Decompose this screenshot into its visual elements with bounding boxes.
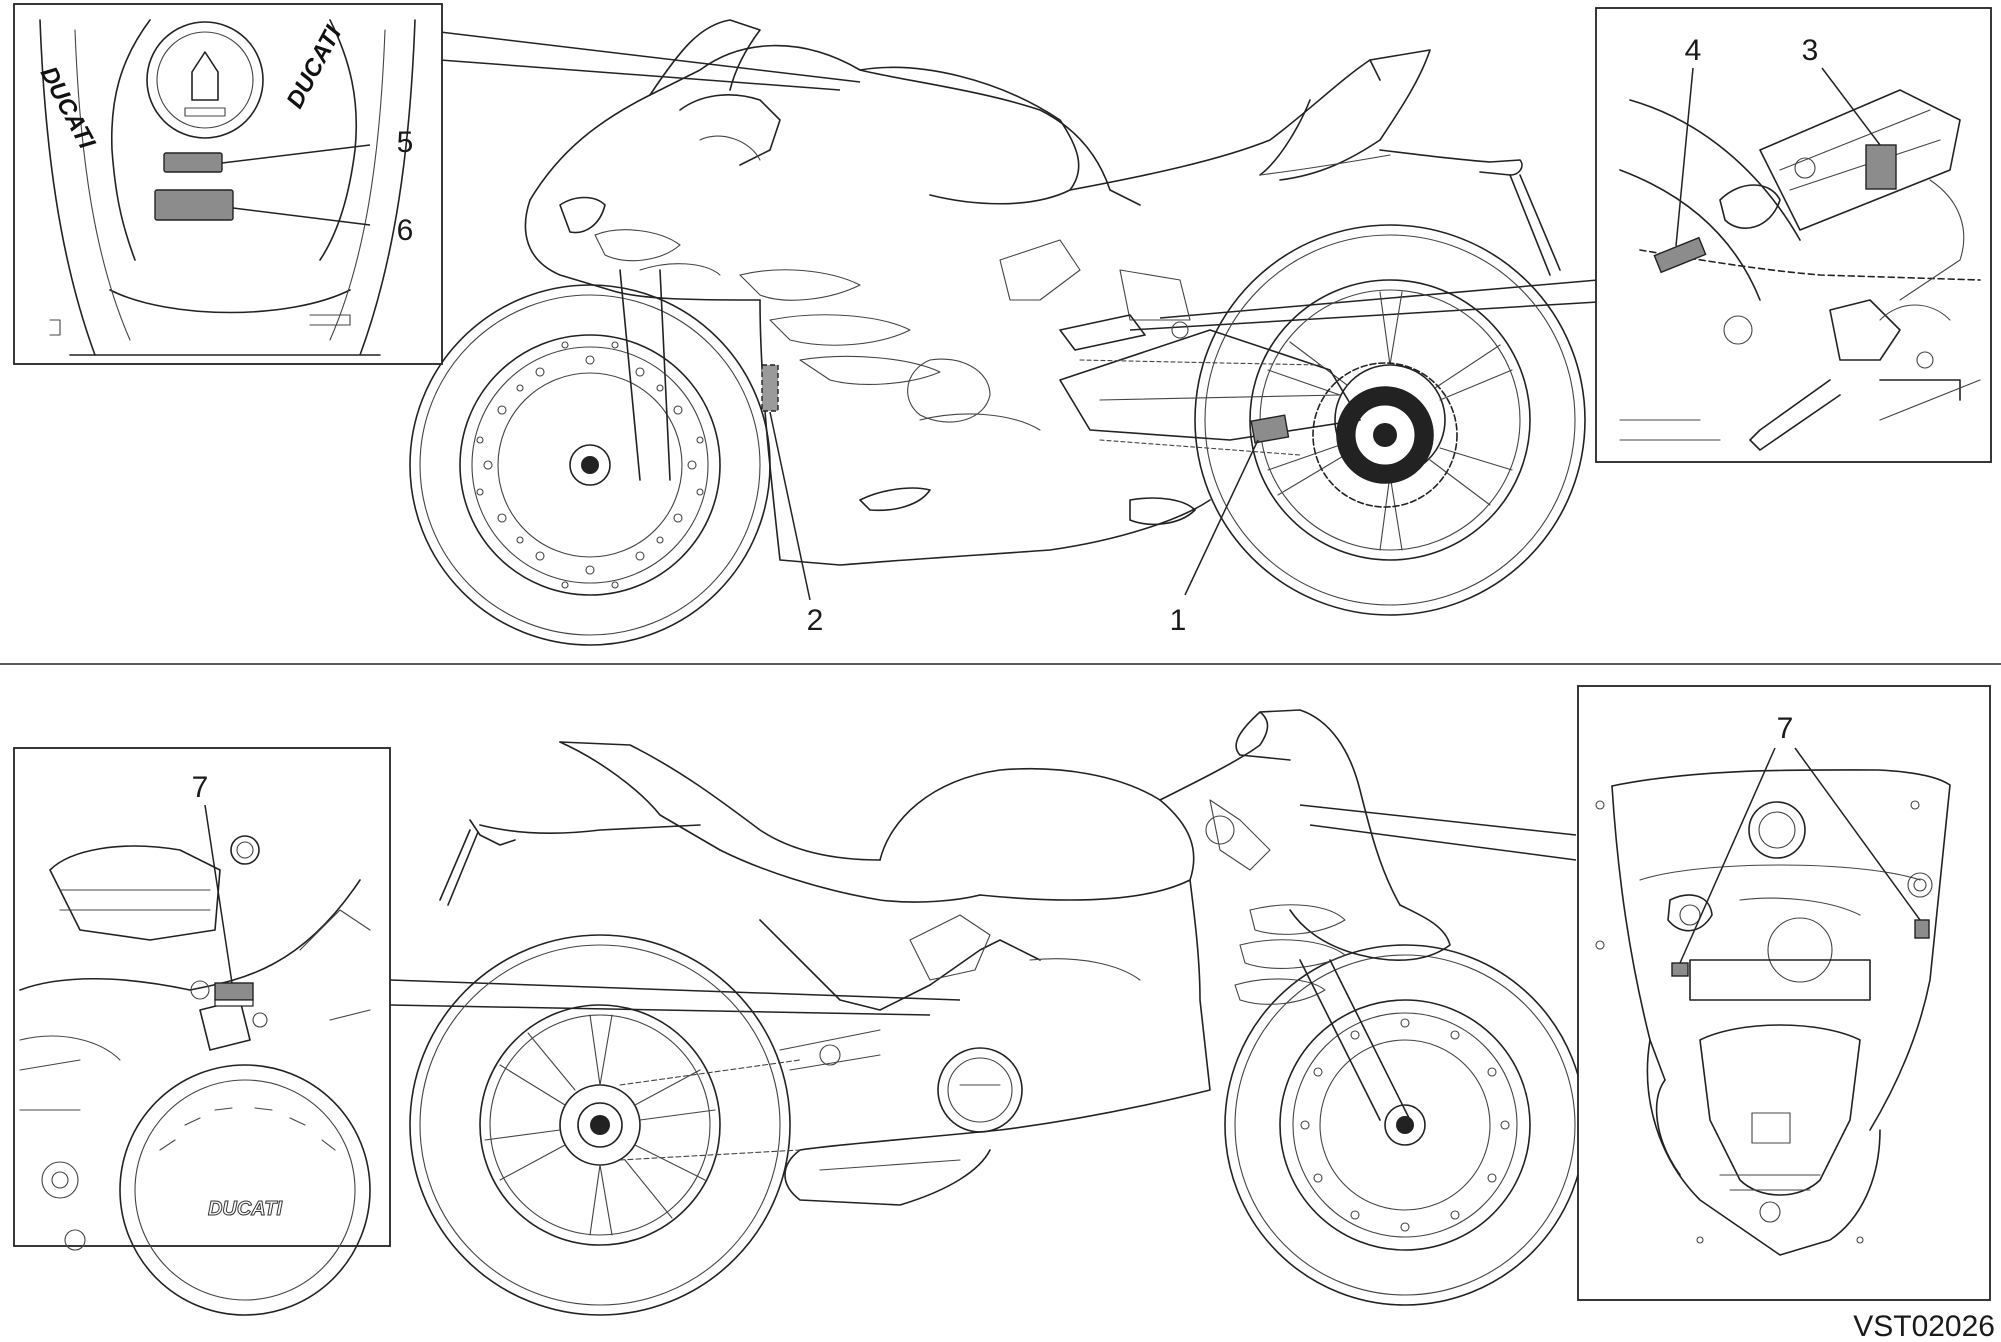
label-7-plate — [214, 982, 254, 1001]
label-1-plate — [1250, 414, 1290, 444]
callout-6-leader — [232, 207, 371, 226]
top-view-left-side: 2 1 — [409, 19, 1599, 646]
callout-2-leader — [769, 411, 811, 601]
brand-logo-cover: DUCATI — [208, 1198, 283, 1220]
front-wheel — [1224, 944, 1586, 1306]
motorcycle-body-bottom — [439, 709, 1451, 1206]
bottom-view-right-side — [389, 709, 1586, 1316]
callout-1-leader — [1184, 439, 1259, 596]
callout-4-leader — [1675, 67, 1694, 247]
label-4-plate — [1653, 236, 1707, 274]
label-5-plate — [163, 152, 223, 173]
inset-leader-line — [1299, 804, 1577, 836]
label-7-plate-left — [1671, 962, 1689, 977]
callout-7-leader-right — [1794, 747, 1921, 921]
figure-reference-code: VST02026 — [1853, 1310, 1995, 1342]
label-7-plate-right — [1914, 919, 1930, 939]
callout-7-leader-left — [1679, 747, 1776, 964]
callout-5: 5 — [397, 126, 414, 159]
rear-wheel — [1194, 224, 1586, 616]
inset-leader-line — [439, 31, 861, 83]
inset-leader-line — [439, 59, 841, 91]
label-6-plate — [154, 189, 234, 221]
inset-frame — [13, 747, 391, 1247]
inset-rear-frame: 3 4 — [1595, 7, 1992, 463]
inset-leader-line — [1129, 301, 1599, 331]
inset-frame — [1577, 685, 1991, 1301]
inset-leader-line — [1159, 279, 1599, 319]
inset-frame — [1595, 7, 1992, 463]
front-wheel — [409, 284, 771, 646]
motorcycle-body-top — [524, 19, 1561, 566]
inset-leader-line — [1309, 824, 1577, 861]
callout-7: 7 — [1777, 712, 1794, 745]
callout-2: 2 — [807, 604, 824, 637]
label-3-plate — [1865, 144, 1897, 190]
label-2-plate — [761, 364, 779, 412]
callout-3: 3 — [1802, 34, 1819, 67]
callout-5-leader — [221, 144, 371, 164]
inset-frame-left-detail: DUCATI 7 — [13, 747, 391, 1316]
inset-leader-line — [389, 979, 961, 1001]
inset-fuel-tank: DUCATI DUCATI 5 6 — [13, 3, 443, 365]
inset-frame — [13, 3, 443, 365]
callout-1: 1 — [1170, 604, 1187, 637]
inset-front-view: 7 — [1577, 685, 1991, 1301]
callout-7-leader — [204, 804, 233, 984]
rear-wheel — [409, 934, 791, 1316]
callout-3-leader — [1821, 67, 1881, 146]
callout-6: 6 — [397, 214, 414, 247]
inset-leader-line — [389, 1004, 931, 1016]
callout-4: 4 — [1685, 34, 1702, 67]
callout-7: 7 — [192, 771, 209, 804]
